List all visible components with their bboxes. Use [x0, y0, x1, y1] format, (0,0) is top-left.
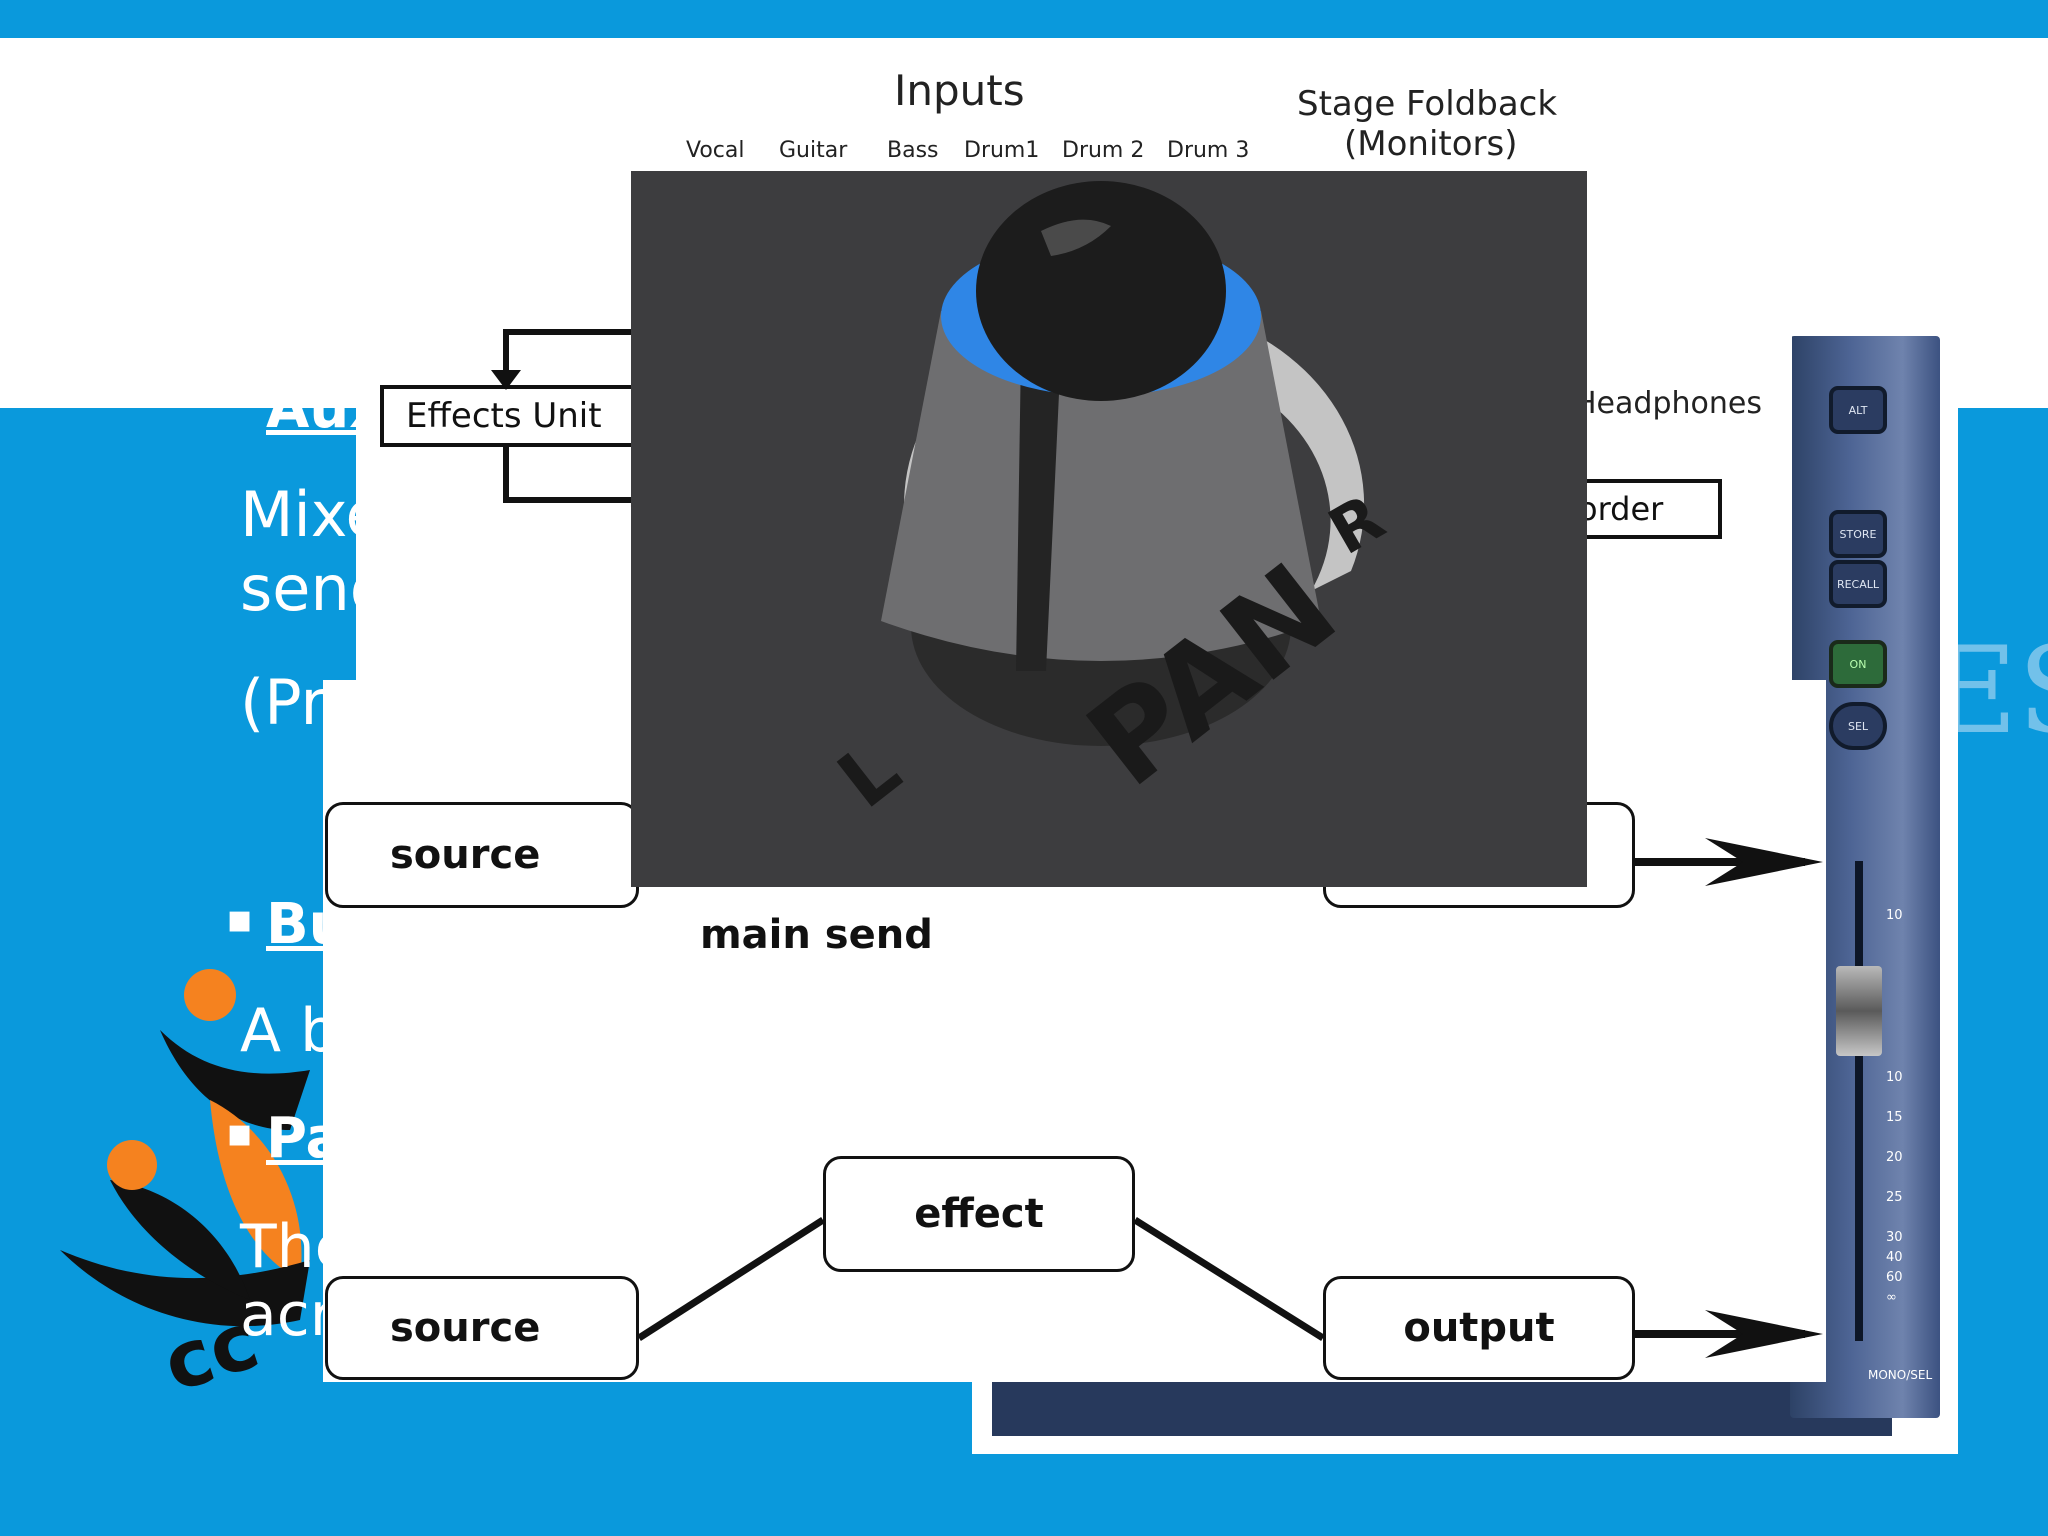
recall-button[interactable]: RECALL — [1829, 560, 1887, 608]
pan-knob-image: L R PAN — [631, 171, 1587, 887]
input-label: Vocal — [686, 138, 745, 163]
recorder-box: order — [1578, 479, 1722, 539]
paragraph-pan-line2: acr — [240, 1280, 335, 1350]
scale-label: 10 — [1886, 908, 1903, 923]
store-button[interactable]: STORE — [1829, 510, 1887, 558]
paragraph-pre: (Pr — [240, 666, 326, 739]
on-button[interactable]: ON — [1829, 640, 1887, 688]
input-label: Drum1 — [964, 138, 1040, 163]
fader-cap[interactable] — [1836, 966, 1882, 1056]
effects-unit-box: Effects Unit — [380, 385, 650, 447]
input-label: Guitar — [779, 138, 848, 163]
headphones-label: Headphones — [1574, 386, 1762, 421]
input-label: Bass — [887, 138, 939, 163]
mono-sel-label: MONO/SEL — [1868, 1368, 1933, 1382]
scale-label: 40 — [1886, 1250, 1903, 1265]
paragraph-bus: A b — [240, 996, 339, 1066]
logo: cc — [50, 960, 370, 1410]
source-box-bottom: source — [325, 1276, 639, 1380]
scale-label: 30 — [1886, 1230, 1903, 1245]
scale-label: 20 — [1886, 1150, 1903, 1165]
signal-flow-lines — [637, 838, 1823, 1358]
alt-button[interactable]: ALT — [1829, 386, 1887, 434]
input-label: Drum 2 — [1062, 138, 1145, 163]
scale-label: 25 — [1886, 1190, 1903, 1205]
foldback-title-line2: (Monitors) — [1344, 124, 1518, 164]
routing-lines — [491, 329, 636, 503]
inputs-title: Inputs — [894, 66, 1025, 115]
scale-label: 15 — [1886, 1110, 1903, 1125]
scale-label: 10 — [1886, 1070, 1903, 1085]
effect-box: effect — [823, 1156, 1135, 1272]
scale-label: 60 — [1886, 1270, 1903, 1285]
fader-track — [1855, 861, 1863, 1341]
top-band — [0, 0, 2048, 38]
input-label: Drum 3 — [1167, 138, 1250, 163]
output-box-bottom: output — [1323, 1276, 1635, 1380]
sel-button[interactable]: SEL — [1829, 702, 1887, 750]
source-box-top: source — [325, 802, 639, 908]
foldback-title-line1: Stage Foldback — [1297, 84, 1558, 124]
bullet-bus: ▪ — [226, 896, 254, 942]
scale-label: ∞ — [1886, 1290, 1897, 1305]
bullet-pan: ▪ — [226, 1110, 254, 1156]
main-send-label: main send — [700, 912, 933, 958]
